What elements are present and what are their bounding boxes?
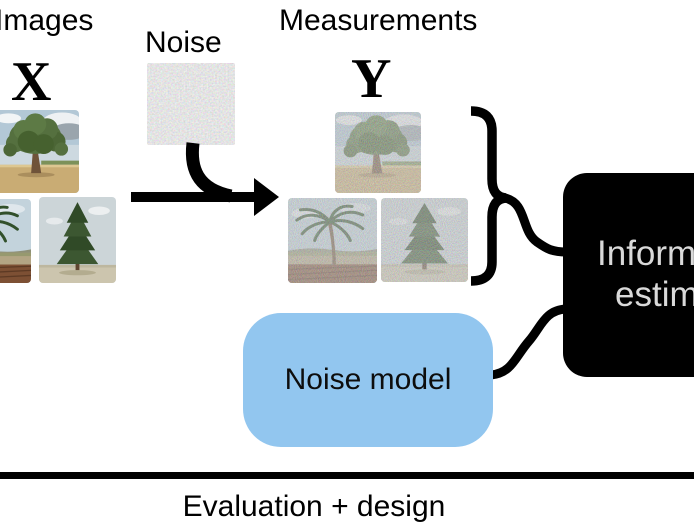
noisy-pine-image: [381, 198, 468, 282]
clean-pine-image: [39, 197, 116, 283]
infobox-line1: Information: [597, 234, 694, 273]
y-symbol: Y: [351, 48, 392, 110]
images-label: Images: [0, 4, 94, 37]
noise-model-label: Noise model: [284, 363, 452, 396]
noisy-oak-image: [335, 112, 421, 193]
evaluation-caption: Evaluation + design: [182, 490, 446, 523]
information-estimation-box: Information estimation: [563, 173, 694, 377]
noisy-palm-image: [288, 198, 377, 283]
noise-model-box: Noise model: [243, 313, 493, 447]
noisemodel-to-infobox-connector: [486, 304, 571, 380]
merge-arrow: [131, 178, 279, 216]
noise-merge-curve: [185, 142, 233, 203]
clean-oak-image: [0, 110, 79, 193]
evaluation-rule: [0, 472, 694, 479]
x-symbol: X: [11, 51, 52, 113]
infobox-line2: estimation: [615, 275, 694, 314]
noise-patch-image: [147, 63, 235, 145]
measurements-label: Measurements: [279, 4, 478, 37]
brace-to-infobox-connector: [500, 193, 572, 257]
noise-label: Noise: [145, 26, 222, 59]
clean-palm-image: [0, 199, 31, 283]
measurements-brace: [470, 106, 507, 286]
